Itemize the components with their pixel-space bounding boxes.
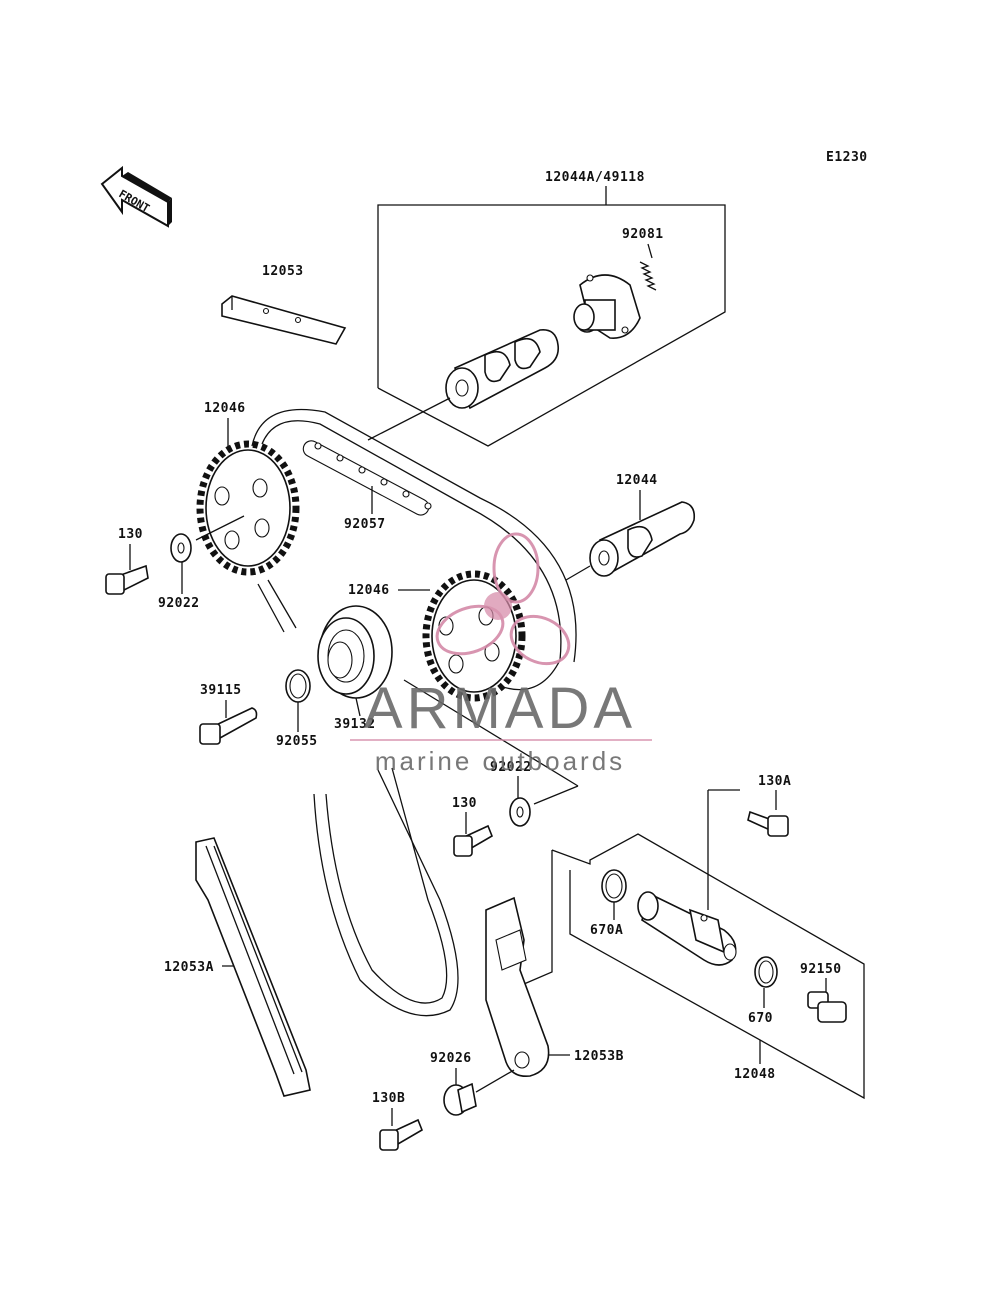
label-bolt-130-mid: 130 [452,796,477,811]
bolt-130-left: 130 [105,527,149,595]
camshaft-intake [367,328,560,441]
label-sprocket-upper: 12046 [204,401,246,416]
watermark-tagline: marine outboards [375,746,625,776]
label-pulley-bolt: 39115 [200,683,242,698]
label-sprocket-lower: 12046 [348,583,390,598]
bolt-130A: 130A [747,774,791,837]
cam-sprocket-upper: 12046 [195,401,300,576]
label-guide-12053A: 12053A [164,960,214,975]
label-bolt-130-left: 130 [118,527,143,542]
decompressor-cam [573,274,641,339]
label-bolt-130A: 130A [758,774,791,789]
camshaft-exhaust-12044: 12044 [565,473,696,581]
tensioner-12048: 12048 [637,891,776,1082]
watermark-brand: ARMADA [364,676,636,741]
label-collar-92026: 92026 [430,1051,472,1066]
watermark: ARMADA marine outboards [350,532,652,776]
bolt-39115: 39115 [199,683,258,745]
label-bolt-92150: 92150 [800,962,842,977]
label-oring-670A: 670A [590,923,623,938]
bolt-92150: 92150 [800,962,847,1023]
label-chain: 92057 [344,517,386,532]
bolt-130B: 130B [372,1091,423,1151]
front-arrow-icon: FRONT [100,165,172,228]
label-camshaft-set: 12044A/49118 [545,170,645,185]
label-oring-670: 670 [748,1011,773,1026]
washer-92022-left: 92022 [158,533,200,611]
oring-92055: 92055 [276,669,318,749]
propeller-logo-icon [435,532,571,666]
label-spring-92081: 92081 [622,227,664,242]
label-oring-92055: 92055 [276,734,318,749]
pulley-39132: 39132 [317,605,393,732]
tensioner-bracket [523,789,865,1100]
spring-92081: 92081 [622,227,664,291]
label-washer-92022-left: 92022 [158,596,200,611]
label-tensioner: 12048 [734,1067,776,1082]
label-camshaft-12044: 12044 [616,473,658,488]
oring-670: 670 [748,956,778,1026]
diagram-code: E1230 [826,150,868,165]
collar-92026: 92026 [430,1051,515,1116]
camshaft-set-bracket: 12044A/49118 [377,170,726,447]
chain-links [302,440,432,516]
oring-670A: 670A [590,869,627,938]
label-guide-12053: 12053 [262,264,304,279]
label-guide-12053B: 12053B [574,1049,624,1064]
chain-guide-12053A: 12053A [164,837,311,1097]
label-pulley: 39132 [334,717,376,732]
bolt-130-mid: 130 [452,796,493,857]
chain-guide-12053: 12053 [221,264,347,345]
chain-guide-12053B: 12053B [485,896,624,1078]
label-bolt-130B: 130B [372,1091,405,1106]
label-washer-92022-right: 92022 [490,760,532,775]
washer-92022-right: 92022 [490,760,579,827]
